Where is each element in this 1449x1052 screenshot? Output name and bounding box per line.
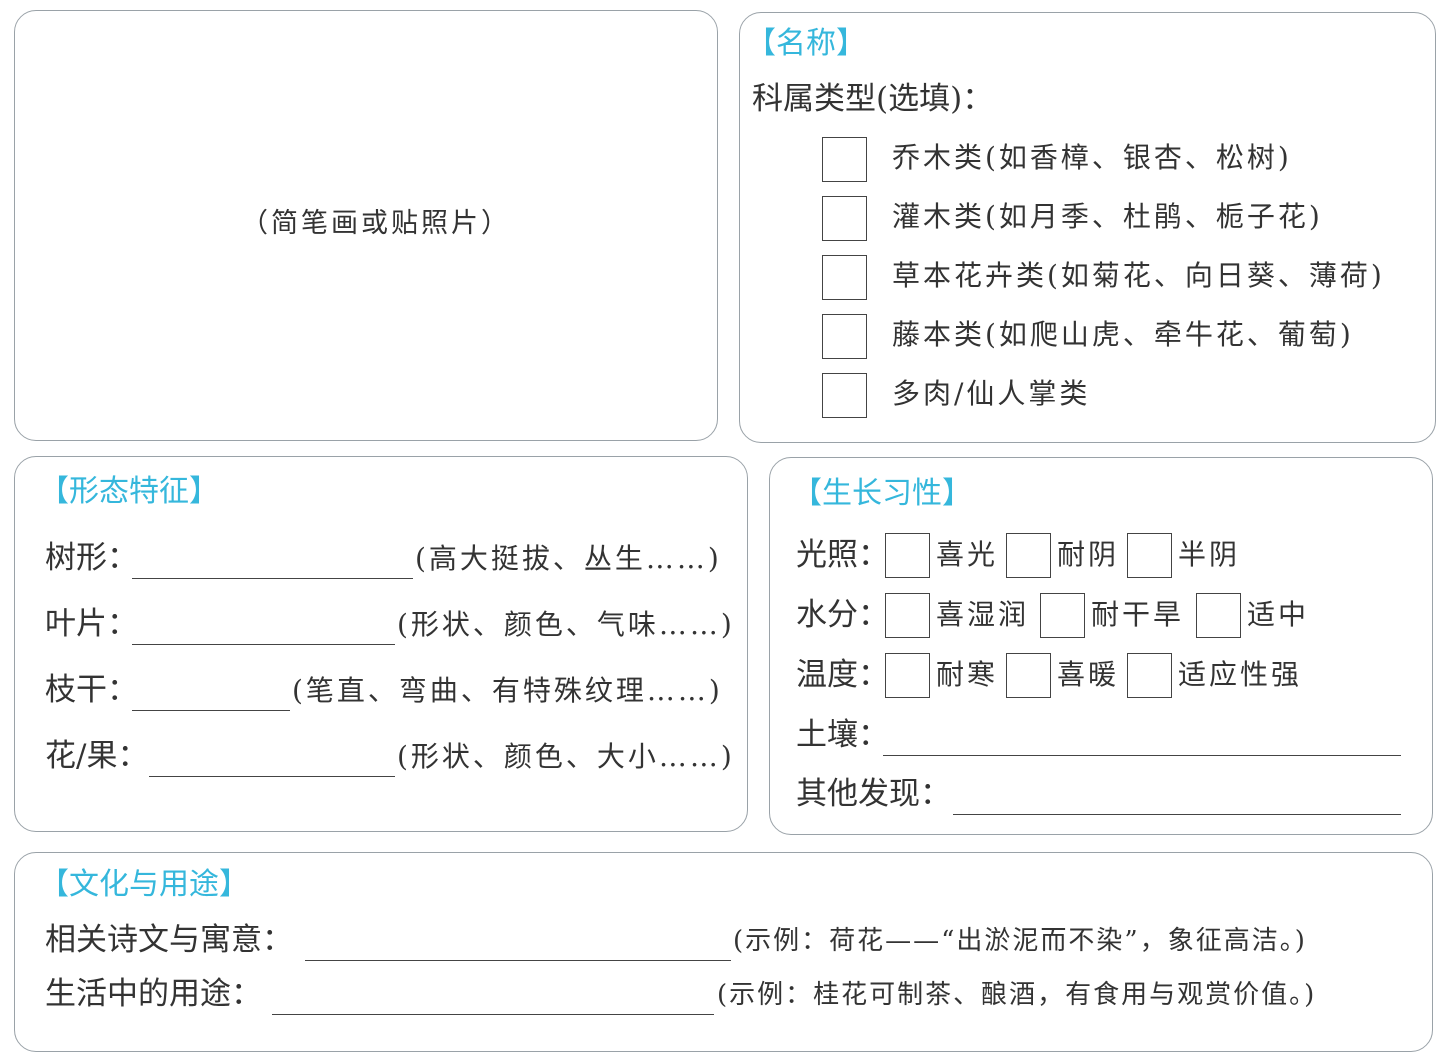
option-succulent: 多肉/仙人掌类 [892,377,1091,410]
poetry-label: 相关诗文与寓意： [45,922,293,958]
flower-fruit-line[interactable] [149,776,395,777]
uses-label: 生活中的用途： [45,976,262,1012]
photo-placeholder: （简笔画或贴照片） [241,208,511,239]
light-label: 光照： [796,537,889,573]
checkbox-water-medium[interactable] [1196,593,1241,638]
checkbox-herb[interactable] [822,255,867,300]
water-option-dry: 耐干旱 [1091,598,1185,631]
checkbox-light-half[interactable] [1127,533,1172,578]
uses-hint: (示例：桂花可制茶、酿酒，有食用与观赏价值。) [717,980,1317,1010]
temp-option-warm: 喜暖 [1057,658,1120,691]
soil-label: 土壤： [796,717,889,753]
culture-card: 【文化与用途】 相关诗文与寓意： (示例：荷花——“出淤泥而不染”，象征高洁。)… [14,852,1433,1052]
branch-line[interactable] [132,710,290,711]
checkbox-temp-cold[interactable] [885,653,930,698]
culture-heading: 【文化与用途】 [39,867,249,902]
other-findings-label: 其他发现： [796,776,951,812]
water-option-medium: 适中 [1247,598,1310,631]
checkbox-light-shade[interactable] [1006,533,1051,578]
morphology-card: 【形态特征】 树形： (高大挺拔、丛生……) 叶片： (形状、颜色、气味……) … [14,456,748,832]
option-shrub: 灌木类(如月季、杜鹃、栀子花) [892,200,1323,233]
growth-card: 【生长习性】 光照： 喜光 耐阴 半阴 水分： 喜湿润 耐干旱 适中 温度： 耐… [769,457,1433,835]
checkbox-temp-warm[interactable] [1006,653,1051,698]
poetry-hint: (示例：荷花——“出淤泥而不染”，象征高洁。) [733,926,1307,956]
checkbox-vine[interactable] [822,314,867,359]
checkbox-shrub[interactable] [822,196,867,241]
leaf-label: 叶片： [45,606,138,642]
leaf-hint: (形状、颜色、气味……) [397,608,735,641]
checkbox-succulent[interactable] [822,373,867,418]
growth-heading: 【生长习性】 [792,476,972,511]
tree-shape-line[interactable] [132,578,413,579]
water-label: 水分： [796,597,889,633]
water-option-moist: 喜湿润 [936,598,1030,631]
photo-card[interactable]: （简笔画或贴照片） [14,10,718,441]
option-herb: 草本花卉类(如菊花、向日葵、薄荷) [892,259,1385,292]
checkbox-water-moist[interactable] [885,593,930,638]
flower-fruit-hint: (形状、颜色、大小……) [397,740,735,773]
classification-label: 科属类型(选填)： [752,81,994,117]
light-option-shade: 耐阴 [1057,538,1120,571]
temperature-label: 温度： [796,657,889,693]
tree-shape-hint: (高大挺拔、丛生……) [415,542,722,575]
option-vine: 藤本类(如爬山虎、牵牛花、葡萄) [892,318,1354,351]
tree-shape-label: 树形： [45,540,138,576]
name-card: 【名称】 科属类型(选填)： 乔木类(如香樟、银杏、松树) 灌木类(如月季、杜鹃… [739,12,1436,443]
light-option-sun: 喜光 [936,538,999,571]
name-heading: 【名称】 [746,26,866,61]
temp-option-adaptable: 适应性强 [1178,658,1303,691]
temp-option-cold: 耐寒 [936,658,999,691]
checkbox-tree[interactable] [822,137,867,182]
morphology-heading: 【形态特征】 [39,474,219,509]
checkbox-temp-adaptable[interactable] [1127,653,1172,698]
checkbox-light-sun[interactable] [885,533,930,578]
other-findings-line[interactable] [953,814,1401,815]
flower-fruit-label: 花/果： [45,738,149,774]
checkbox-water-dry[interactable] [1040,593,1085,638]
light-option-half: 半阴 [1178,538,1241,571]
poetry-line[interactable] [305,960,731,961]
leaf-line[interactable] [132,644,395,645]
soil-line[interactable] [883,755,1401,756]
branch-label: 枝干： [45,672,138,708]
branch-hint: (笔直、弯曲、有特殊纹理……) [292,674,723,707]
option-tree: 乔木类(如香樟、银杏、松树) [892,141,1292,174]
